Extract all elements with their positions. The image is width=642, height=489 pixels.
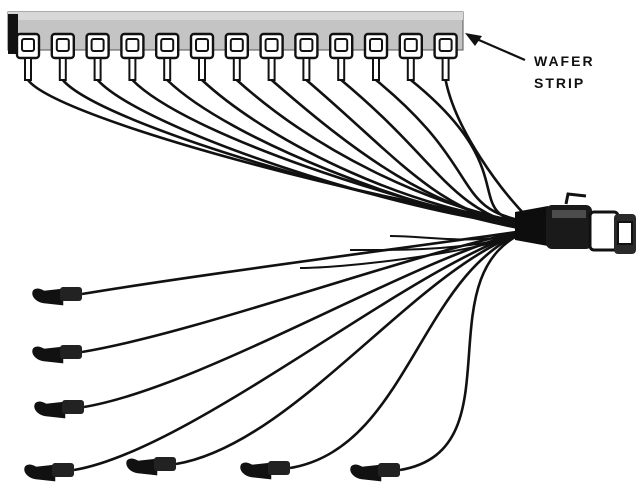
- wire-to-lug: [81, 228, 531, 296]
- wire-to-lug: [289, 228, 531, 470]
- spade-lug: [350, 463, 400, 482]
- spade-lug: [32, 287, 82, 306]
- wafer-terminal: [433, 32, 458, 81]
- loose-wire-strand: [389, 231, 531, 241]
- spade-lug: [240, 461, 290, 480]
- wire-to-terminal: [270, 79, 531, 228]
- wafer-terminal: [85, 32, 110, 81]
- wafer-strip-end-cap: [8, 14, 18, 54]
- wire-to-lug: [73, 228, 531, 472]
- wafer-terminal: [363, 32, 389, 81]
- spade-lug-group: [24, 287, 400, 482]
- wire-to-lug: [81, 228, 531, 354]
- spade-lug: [34, 400, 84, 419]
- wafer-terminal: [50, 32, 75, 81]
- upper-wire-bundle: [26, 78, 531, 232]
- wafer-terminal: [224, 32, 250, 81]
- lower-wire-bundle: [73, 228, 531, 472]
- callout-label-line-1: WAFER: [534, 53, 595, 69]
- callout-arrow: [465, 33, 526, 62]
- wafer-terminal: [329, 32, 354, 81]
- spade-lug: [126, 457, 176, 476]
- wafer-terminals: [15, 32, 458, 81]
- wafer-terminal: [120, 32, 145, 81]
- wafer-terminal: [398, 32, 423, 81]
- spade-lug: [32, 345, 82, 364]
- loose-wire-strand: [299, 231, 531, 269]
- wire-to-terminal: [340, 79, 531, 232]
- wire-to-terminal: [444, 79, 531, 221]
- wire-to-terminal: [131, 79, 531, 230]
- wire-to-terminal: [166, 79, 531, 232]
- wafer-terminal: [15, 32, 41, 81]
- wafer-terminal: [189, 32, 215, 81]
- spade-lug: [24, 463, 74, 482]
- wire-to-terminal: [26, 79, 531, 224]
- wire-to-lug: [399, 228, 531, 472]
- callout-label-line-2: STRIP: [534, 75, 586, 91]
- wafer-terminal: [294, 32, 319, 81]
- wire-to-terminal: [409, 78, 531, 226]
- wire-to-terminal: [235, 79, 531, 226]
- plug-connector: [515, 192, 636, 254]
- wafer-terminal: [259, 32, 284, 81]
- wafer-terminal: [154, 32, 180, 81]
- wire-to-lug: [175, 228, 531, 466]
- wire-to-terminal: [305, 79, 531, 230]
- wafer-strip-highlight: [8, 12, 463, 20]
